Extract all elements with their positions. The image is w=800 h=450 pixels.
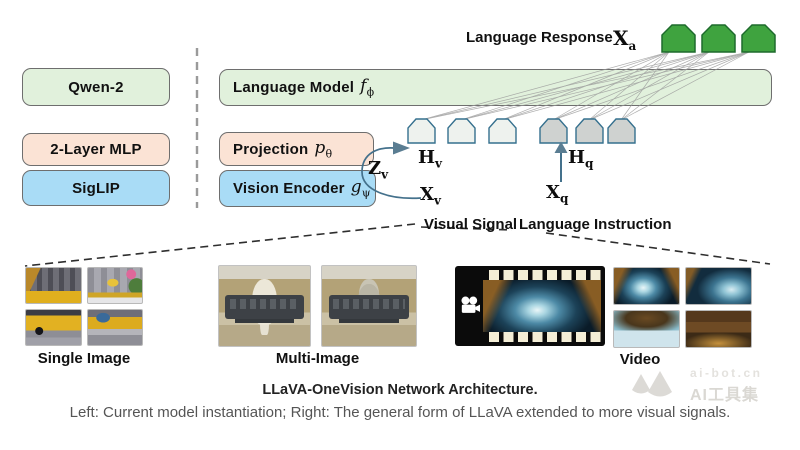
bench-figure <box>328 294 410 319</box>
projection-label: Projection <box>233 140 309 158</box>
siglip-box: SigLIP <box>22 170 170 206</box>
single-image-grid <box>25 267 143 346</box>
language-instruction-label: Language Instruction <box>519 216 672 233</box>
bench-figure <box>225 294 304 319</box>
mlp-box: 2-Layer MLP <box>22 133 170 166</box>
multi-image-label: Multi-Image <box>275 350 360 367</box>
watermark-line2: AI工具集 <box>690 387 760 404</box>
video-frame-3 <box>613 310 680 348</box>
single-image-crop-1 <box>25 267 82 304</box>
video-film-strip <box>455 266 605 346</box>
dashed-line-right <box>545 232 771 265</box>
multi-image-dog-photo <box>218 265 311 347</box>
xv-symbol: Xv <box>420 184 441 208</box>
language-model-label: Language Model <box>233 79 355 96</box>
siglip-label: SigLIP <box>72 179 120 197</box>
video-frame-2 <box>685 267 752 305</box>
projection-box: Projection pθ <box>219 132 374 166</box>
video-label: Video <box>619 351 661 368</box>
figure-caption-subtitle: Left: Current model instantiation; Right… <box>69 404 731 421</box>
zv-symbol: Zv <box>368 158 389 182</box>
dashed-line-left <box>24 223 416 267</box>
xa-symbol: Xa <box>613 26 637 53</box>
text-token-3 <box>607 118 636 144</box>
video-frame-1 <box>613 267 680 305</box>
visual-path-arrowhead <box>393 141 410 155</box>
language-model-box: Language Model fϕ <box>219 69 772 106</box>
film-sprockets-top <box>489 270 601 280</box>
projection-symbol: pθ <box>314 137 333 161</box>
qwen2-box: Qwen-2 <box>22 68 170 106</box>
text-path-arrowhead <box>554 141 568 153</box>
visual-token-1 <box>407 118 436 144</box>
single-image-crop-2 <box>86 267 143 304</box>
single-image-crop-4 <box>86 309 143 346</box>
figure-caption-title: LLaVA-OneVision Network Architecture. <box>262 382 538 398</box>
visual-token-2 <box>447 118 476 144</box>
vision-encoder-box: Vision Encoder gψ <box>219 170 376 207</box>
visual-signal-label: Visual Signal <box>424 216 518 233</box>
video-frames-grid <box>613 267 752 348</box>
single-image-crop-3 <box>25 309 82 346</box>
vision-encoder-label: Vision Encoder <box>233 180 345 197</box>
language-response-label: Language Response <box>466 29 613 46</box>
language-model-symbol: fϕ <box>360 76 375 99</box>
response-token-3 <box>741 24 776 53</box>
video-main-frame <box>483 280 601 332</box>
xq-symbol: Xq <box>546 182 569 206</box>
film-sprockets-bottom <box>489 332 601 342</box>
watermark-line1: ai-bot.cn <box>690 366 763 380</box>
response-token-1 <box>661 24 696 53</box>
video-frame-4 <box>685 310 752 348</box>
text-token-1 <box>539 118 568 144</box>
single-image-label: Single Image <box>37 350 131 367</box>
hq-symbol: Hq <box>568 147 594 171</box>
response-tokens <box>661 24 776 53</box>
response-token-2 <box>701 24 736 53</box>
film-camera-icon <box>461 296 480 313</box>
hv-symbol: Hv <box>418 147 442 171</box>
visual-tokens <box>407 118 517 144</box>
multi-image-monkey-photo <box>321 265 417 347</box>
text-tokens <box>539 118 636 144</box>
mlp-label: 2-Layer MLP <box>50 141 142 158</box>
visual-token-3 <box>488 118 517 144</box>
qwen2-label: Qwen-2 <box>68 78 124 96</box>
text-token-2 <box>575 118 604 144</box>
